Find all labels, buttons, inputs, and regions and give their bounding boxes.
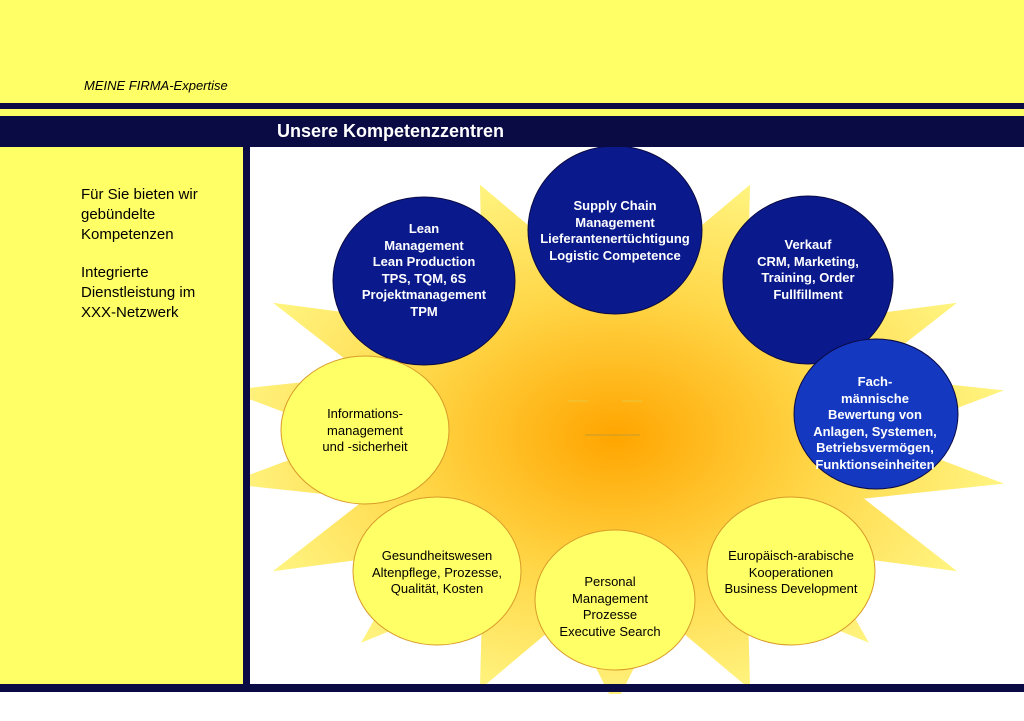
node-line: Prozesse [582, 607, 638, 622]
node-personal: Personal Management Prozesse Executive S… [535, 574, 685, 640]
node-circle-gesundheitswesen [352, 496, 522, 646]
node-line: Betriebsvermögen, [816, 440, 934, 455]
page-title: Unsere Kompetenzzentren [277, 121, 505, 141]
node-line: Projektmanagement [361, 287, 487, 302]
node-line: management [327, 422, 403, 438]
node-fachmaennische-bewertung: Fach- männische Bewertung von Anlagen, S… [800, 374, 950, 473]
node-line: Kooperationen [748, 564, 834, 580]
header-stripe [0, 103, 1024, 109]
node-line: Europäisch-arabische [728, 548, 854, 563]
node-supply-chain: Supply Chain Management Lieferantenertüc… [530, 198, 700, 264]
header-band [0, 0, 1024, 103]
node-line: Fach- [857, 374, 893, 389]
node-europaeisch-arabisch: Europäisch-arabische Kooperationen Busin… [711, 548, 871, 598]
node-line: Management [572, 590, 648, 606]
sidebar [0, 147, 243, 684]
node-line: Lieferantenertüchtigung [540, 231, 690, 246]
node-circle-personal [534, 529, 696, 671]
node-line: Qualität, Kosten [390, 581, 484, 596]
node-circle-lean [332, 196, 516, 366]
node-lean: Lean Management Lean Production TPS, TQM… [344, 221, 504, 320]
sidebar-divider [243, 147, 250, 684]
node-line: TPM [410, 303, 438, 319]
node-line: Verkauf [784, 237, 832, 252]
node-line: Gesundheitswesen [381, 548, 493, 563]
header-gap [0, 109, 1024, 116]
node-line: Logistic Competence [549, 247, 681, 263]
sidebar-intro-line: Für Sie bieten wir [81, 186, 198, 203]
node-line: Informations- [327, 406, 403, 421]
sidebar-service: Integrierte Dienstleistung im XXX-Netzwe… [81, 263, 195, 323]
node-line: Personal [584, 574, 636, 589]
node-line: Funktionseinheiten [815, 456, 935, 472]
node-line: und -sicherheit [322, 439, 408, 454]
competence-diagram [250, 147, 1004, 694]
node-line: Lean [408, 221, 440, 236]
node-informationsmanagement: Informations- management und -sicherheit [295, 406, 435, 456]
sidebar-intro: Für Sie bieten wir gebündelte Kompetenze… [81, 185, 198, 245]
node-line: Fullfillment [773, 286, 843, 302]
company-name: MEINE FIRMA-Expertise [84, 78, 228, 93]
node-line: Training, Order [761, 270, 855, 285]
node-circle-informationsmanagement [280, 355, 450, 505]
node-line: TPS, TQM, 6S [381, 270, 467, 286]
node-line: Management [575, 214, 655, 230]
node-circle-fachmaennische-bewertung [793, 338, 959, 490]
node-line: CRM, Marketing, [757, 253, 859, 269]
node-gesundheitswesen: Gesundheitswesen Altenpflege, Prozesse, … [357, 548, 517, 598]
node-line: Altenpflege, Prozesse, [371, 564, 503, 580]
sidebar-intro-line: Kompetenzen [81, 226, 174, 243]
node-verkauf: Verkauf CRM, Marketing, Training, Order … [728, 237, 888, 303]
node-line: Executive Search [559, 623, 661, 639]
node-line: Bewertung von [828, 407, 922, 422]
node-circle-verkauf [722, 195, 894, 365]
node-circle-europaeisch-arabisch [706, 496, 876, 646]
node-line: Management [384, 237, 464, 253]
title-bar [0, 116, 1024, 147]
node-circles [280, 147, 959, 671]
node-circle-supply-chain [527, 147, 703, 315]
node-line: Anlagen, Systemen, [813, 423, 937, 439]
sidebar-intro-line: gebündelte [81, 206, 156, 223]
node-line: Supply Chain [573, 198, 657, 213]
node-line: männische [841, 390, 909, 406]
node-line: Lean Production [372, 254, 476, 269]
sidebar-service-line: Integrierte [81, 264, 149, 281]
sidebar-service-line: XXX-Netzwerk [81, 304, 179, 321]
node-line: Business Development [724, 581, 858, 596]
sidebar-service-line: Dienstleistung im [81, 284, 196, 301]
footer-bar [0, 684, 1024, 692]
